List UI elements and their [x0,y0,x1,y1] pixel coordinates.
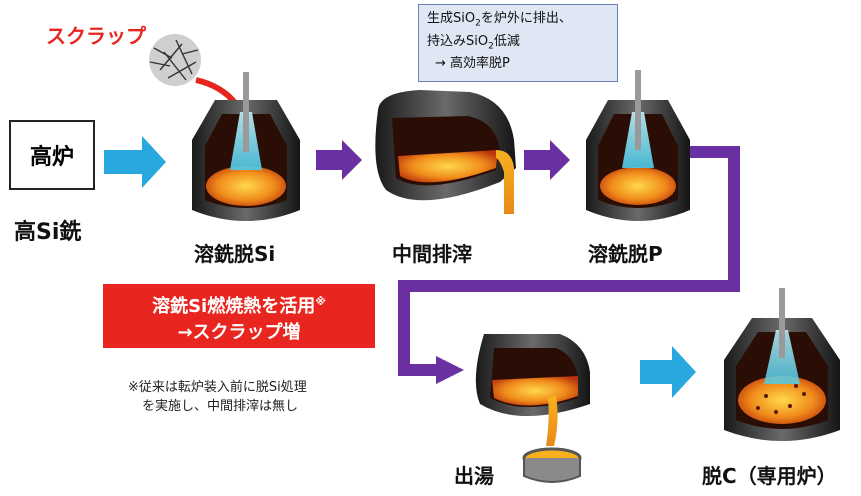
red-box-line-2: →スクラップ増 [177,322,301,343]
step-tap-label: 出湯 [454,464,494,488]
slag-vessel-icon [375,90,516,214]
blue-arrow-1 [104,136,166,188]
high-si-iron-label: 高Si銑 [14,220,82,245]
dep-vessel-icon [586,70,690,221]
dec-vessel-icon [724,288,840,441]
note-line-2: 持込みSiO2低減 [427,33,520,52]
footnote: ※従来は転炉装入前に脱Si処理 を実施し、中間排滓は無し [128,378,307,416]
red-highlight-box: 溶銑Si燃焼熱を活用※ →スクラップ増 [103,284,375,348]
blue-arrow-2 [640,346,696,398]
step-slag-label: 中間排滓 [392,242,472,266]
note-line-1: 生成SiO2を炉外に排出、 [427,11,572,29]
desi-vessel-icon [192,72,300,221]
step-dec-label: 脱C（専用炉） [702,464,837,488]
footnote-line-1: ※従来は転炉装入前に脱Si処理 [128,380,307,395]
scrap-label: スクラップ [46,24,146,48]
purple-arrow-2 [524,140,570,180]
step-dep-label: 溶銑脱P [588,242,663,266]
purple-connector [398,146,740,376]
step-desi-label: 溶銑脱Si [194,242,276,266]
note-line-3: → 高効率脱P [435,56,510,72]
blast-furnace-label: 高炉 [29,145,74,170]
tap-vessel-icon [475,334,590,483]
footnote-line-2: を実施し、中間排滓は無し [142,399,299,414]
red-box-line-1: 溶銑Si燃焼熱を活用※ [152,295,326,317]
blast-furnace-box: 高炉 [9,120,95,190]
scrap-pile-icon [149,34,201,86]
note-box: 生成SiO2を炉外に排出、 持込みSiO2低減 → 高効率脱P [418,4,618,82]
purple-arrow-1 [316,140,362,180]
